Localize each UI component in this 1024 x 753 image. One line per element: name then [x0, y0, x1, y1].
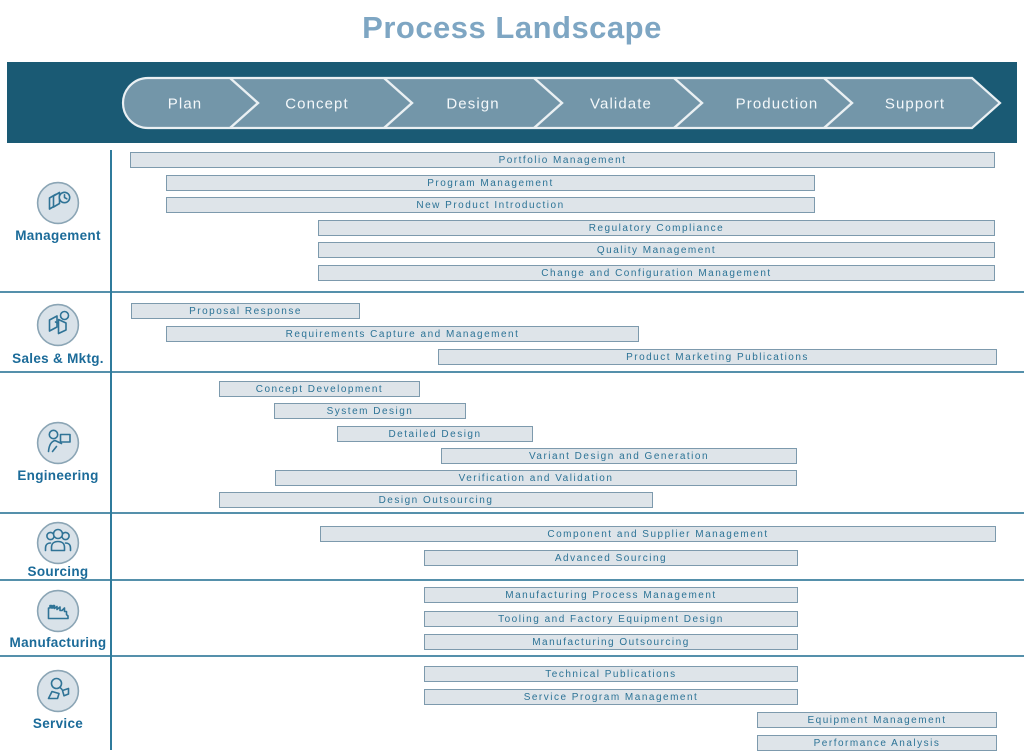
process-bar-detailed-design: Detailed Design	[337, 426, 533, 442]
chevron-separator	[229, 77, 260, 129]
section-divider-line	[0, 655, 1024, 657]
process-bar-new-product-introduction: New Product Introduction	[166, 197, 815, 213]
section-label-service: Service	[32, 716, 84, 731]
process-bar-proposal-response: Proposal Response	[131, 303, 360, 319]
section-label-management: Management	[15, 228, 101, 243]
section-label-engineering: Engineering	[17, 468, 99, 483]
section-label-manufacturing: Manufacturing	[9, 635, 107, 650]
process-bar-manufacturing-outsourcing: Manufacturing Outsourcing	[424, 634, 798, 650]
chevron-separator	[823, 77, 854, 129]
process-bar-concept-development: Concept Development	[219, 381, 420, 397]
phase-label-production: Production	[736, 96, 819, 113]
section-label-sourcing: Sourcing	[27, 564, 89, 579]
section-divider-line	[0, 512, 1024, 514]
process-bar-program-management: Program Management	[166, 175, 815, 191]
chevron-separator	[533, 77, 564, 129]
process-bar-variant-design-and-generation: Variant Design and Generation	[441, 448, 797, 464]
section-divider-line	[0, 291, 1024, 293]
process-bar-design-outsourcing: Design Outsourcing	[219, 492, 653, 508]
process-bar-system-design: System Design	[274, 403, 466, 419]
process-bar-regulatory-compliance: Regulatory Compliance	[318, 220, 995, 236]
phase-label-support: Support	[885, 96, 945, 113]
process-bar-technical-publications: Technical Publications	[424, 666, 798, 682]
section-divider-line	[0, 371, 1024, 373]
phase-label-concept: Concept	[285, 96, 349, 113]
person-computer-icon	[36, 421, 80, 465]
process-bar-equipment-management: Equipment Management	[757, 712, 997, 728]
section-divider-line	[0, 579, 1024, 581]
phase-label-design: Design	[446, 96, 499, 113]
process-bar-quality-management: Quality Management	[318, 242, 995, 258]
chevron-separator	[383, 77, 414, 129]
page-title: Process Landscape	[362, 10, 662, 45]
phase-chevron-arrow: Plan Concept Design Validate Production Suppo…	[121, 76, 1002, 130]
documents-clock-icon	[36, 181, 80, 225]
process-bar-advanced-sourcing: Advanced Sourcing	[424, 550, 798, 566]
process-bar-verification-and-validation: Verification and Validation	[275, 470, 797, 486]
chevron-separator	[673, 77, 704, 129]
process-bar-portfolio-management: Portfolio Management	[130, 152, 995, 168]
process-bar-performance-analysis: Performance Analysis	[757, 735, 997, 751]
section-label-sales-mktg: Sales & Mktg.	[12, 351, 104, 366]
process-bar-product-marketing-publications: Product Marketing Publications	[438, 349, 997, 365]
factory-icon	[36, 589, 80, 633]
support-person-icon	[36, 669, 80, 713]
phase-label-plan: Plan	[168, 96, 202, 113]
process-bar-requirements-capture-and-management: Requirements Capture and Management	[166, 326, 639, 342]
process-bar-change-and-configuration-management: Change and Configuration Management	[318, 265, 995, 281]
presentation-icon	[36, 303, 80, 347]
process-bar-manufacturing-process-management: Manufacturing Process Management	[424, 587, 798, 603]
icon-column-divider-line	[110, 150, 112, 750]
people-group-icon	[36, 521, 80, 565]
process-bar-service-program-management: Service Program Management	[424, 689, 798, 705]
process-bar-component-and-supplier-management: Component and Supplier Management	[320, 526, 996, 542]
phase-label-validate: Validate	[590, 96, 652, 113]
phase-band: Plan Concept Design Validate Production Suppo…	[7, 62, 1017, 143]
process-bar-tooling-and-factory-equipment-design: Tooling and Factory Equipment Design	[424, 611, 798, 627]
